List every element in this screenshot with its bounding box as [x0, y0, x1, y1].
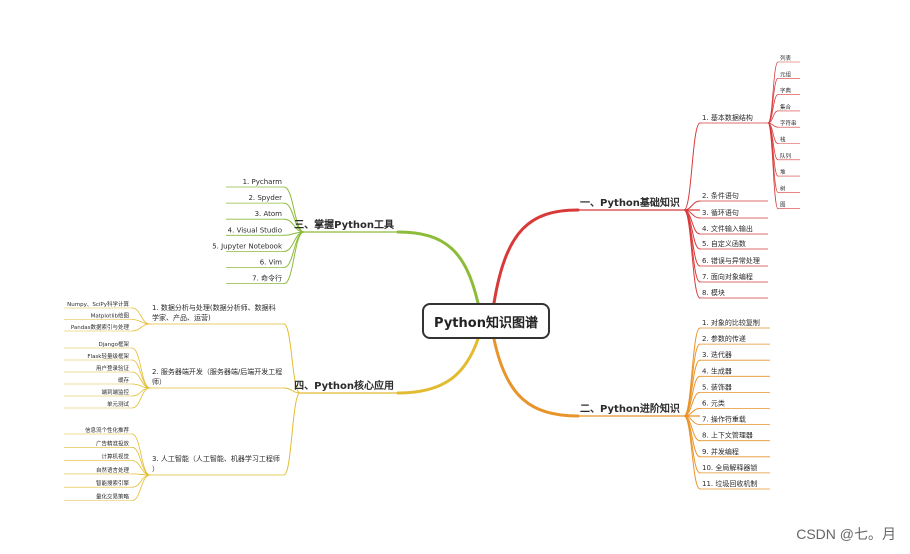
branch1-sub-label: 图: [780, 201, 786, 209]
branch4-sub-label: 端到端监控: [101, 388, 129, 396]
branch2-item-label: 6. 元类: [702, 399, 725, 408]
branch1-sub-label: 树: [780, 184, 786, 192]
branch2-item-label: 3. 迭代器: [702, 350, 732, 359]
branch1-sub-connector: [767, 94, 779, 124]
branch4-group-connector: [283, 323, 301, 394]
branch4-main-line: [396, 337, 480, 395]
branch3-item-label: 5. Jupyter Notebook: [212, 242, 283, 250]
branch4-sub-label: 计算机视觉: [101, 453, 129, 461]
branch2-item-label: 8. 上下文管理器: [702, 431, 753, 440]
branch3-item-label: 2. Spyder: [248, 194, 282, 202]
branch2-item-label: 11. 垃圾回收机制: [702, 479, 757, 488]
branch4-sub-label: 智能搜索引擎: [96, 479, 130, 487]
branch4-sub-connector: [131, 474, 151, 488]
branch1-item-label: 4. 文件输入输出: [702, 224, 753, 233]
branch4-sub-connector: [131, 347, 151, 389]
branch4-sub-label: Matplotlib绘图: [91, 312, 130, 320]
branch4-sub-connector: [131, 387, 151, 409]
branch4-sub-label: 缓存: [118, 376, 130, 384]
branch4-sub-connector: [131, 446, 151, 476]
central-topic: Python知识图谱: [422, 303, 550, 339]
branch1-sub-label: 队列: [780, 152, 792, 160]
branch3-item-connector: [283, 231, 305, 285]
branch2-main-line: [492, 337, 580, 418]
branch1-item-label: 2. 条件语句: [702, 191, 739, 200]
branch2-item-label: 9. 并发编程: [702, 447, 739, 456]
branch3-item-label: 4. Visual Studio: [228, 226, 282, 234]
node-labels: 一、Python基础知识 1. 基本数据结构 2. 条件语句 3. 循环语句 4. 文件…: [67, 54, 796, 501]
branch4-group-label: 师）: [152, 377, 166, 386]
connector-lines: [64, 61, 800, 501]
branch4-sub-connector: [131, 433, 151, 476]
branch4-group-label: 学家、产品、运营): [152, 313, 211, 322]
branch1-item-connector: [683, 122, 701, 211]
branch3-item-label: 7. 命令行: [252, 274, 282, 283]
branch1-item-connector: [683, 209, 701, 299]
branch1-item-label: 8. 模块: [702, 288, 725, 297]
branch1-item-label: 3. 循环语句: [702, 208, 739, 217]
branch2-item-label: 1. 对象的比较复制: [702, 318, 760, 327]
branch1-sub-label: 集合: [780, 103, 792, 111]
branch1-item-label: 5. 自定义函数: [702, 239, 746, 248]
branch2-item-label: 4. 生成器: [702, 366, 732, 375]
branch4-group-label: ）: [152, 465, 159, 473]
branch3-item-connector: [283, 186, 305, 233]
branch1-sub-label: 堆: [780, 168, 786, 176]
branch2-item-connector: [683, 415, 701, 490]
watermark: CSDN @七。月: [796, 526, 896, 542]
branch3-label: 三、掌握Python工具: [294, 218, 394, 231]
branch4-sub-label: 用户登录验证: [96, 364, 130, 372]
branch4-sub-label: 广告精准投放: [96, 439, 130, 447]
branch4-sub-label: Numpy、SciPy科学计算: [67, 300, 129, 308]
branch4-sub-connector: [131, 460, 151, 476]
branch1-sub-label: 字符串: [780, 119, 797, 127]
branch1-main-line: [492, 208, 580, 305]
branch1-sub-label: 字典: [780, 87, 792, 95]
branch3-item-connector: [283, 231, 305, 268]
branch1-sub-connector: [767, 122, 779, 210]
branch4-sub-label: 信息流个性化推荐: [85, 426, 130, 434]
branch4-sub-label: Pandas数据索引与处理: [71, 323, 130, 331]
branch3-main-line: [396, 230, 480, 305]
branch1-sub-connector: [767, 61, 779, 124]
branch4-label: 四、Python核心应用: [294, 379, 394, 392]
branch1-sub-label: 列表: [780, 54, 792, 62]
branch1-item-label: 6. 错误与异常处理: [702, 256, 760, 265]
branch4-group-connector: [283, 392, 301, 476]
branch4-group-label: 1. 数据分析与处理(数据分析师、数据科: [152, 303, 276, 312]
branch4-sub-label: 单元测试: [107, 400, 130, 408]
branch4-sub-label: 量化交易策略: [96, 493, 130, 501]
branch2-item-label: 5. 装饰器: [702, 382, 732, 391]
branch3-item-label: 6. Vim: [260, 259, 282, 267]
branch1-sub-connector: [767, 110, 779, 124]
branch4-group-label: 3. 人工智能（人工智能、机器学习工程师: [152, 454, 280, 463]
branch3-item-label: 1. Pycharm: [243, 178, 283, 186]
branch1-sub-label: 栈: [780, 136, 786, 144]
branch4-group-connector: [283, 387, 301, 394]
branch2-label: 二、Python进阶知识: [580, 402, 680, 415]
branch4-sub-label: Django框架: [99, 340, 130, 348]
branch4-group-label: 2. 服务器端开发（服务器端/后端开发工程: [152, 367, 282, 376]
branch4-sub-label: 自然语言处理: [96, 466, 130, 474]
branch2-item-label: 2. 参数的传递: [702, 334, 746, 343]
branch1-label: 一、Python基础知识: [580, 196, 680, 209]
branch2-item-label: 7. 操作符重载: [702, 415, 746, 424]
branch1-sub-label: 元组: [780, 70, 792, 78]
branch4-sub-connector: [131, 323, 151, 332]
branch4-sub-connector: [131, 474, 151, 501]
branch4-sub-connector: [131, 387, 151, 397]
branch4-sub-connector: [131, 359, 151, 389]
branch1-item-label: 7. 面向对象编程: [702, 272, 753, 281]
branch4-sub-label: Flask轻量级框架: [87, 352, 129, 360]
branch2-item-label: 10. 全局解释器锁: [702, 463, 757, 472]
branch1-item-label: 1. 基本数据结构: [702, 113, 753, 122]
branch3-item-label: 3. Atom: [255, 210, 283, 218]
